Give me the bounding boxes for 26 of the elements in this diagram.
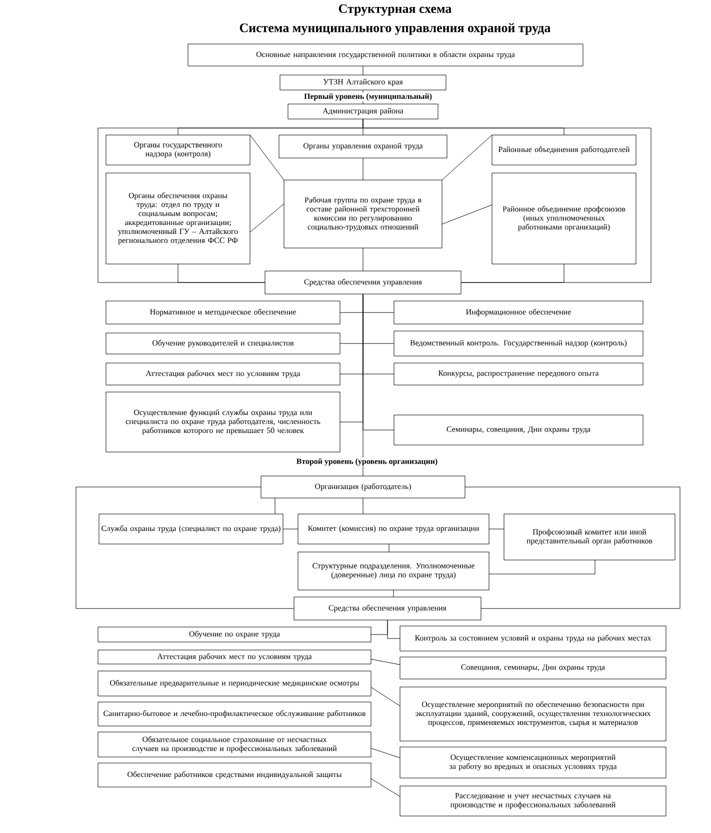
connector-line	[362, 248, 364, 272]
connector-line	[282, 528, 298, 530]
connector-line	[460, 264, 564, 283]
connector-line	[388, 544, 390, 552]
connector-line	[76, 486, 680, 609]
connector-line	[178, 264, 266, 283]
connector-line	[488, 528, 504, 530]
connector-line	[362, 66, 364, 76]
connector-line	[370, 687, 400, 706]
connector-line	[393, 590, 394, 598]
connector-line	[370, 658, 400, 665]
connector-line	[250, 204, 284, 232]
title: Система муниципального управления охраной труда	[238, 22, 552, 36]
connector-line	[442, 134, 492, 180]
title: Структурная схема	[338, 4, 452, 16]
connector-line	[370, 778, 400, 797]
connector-line	[250, 134, 284, 180]
connector-line	[274, 498, 276, 514]
connector-line	[442, 204, 492, 224]
connector-line	[98, 118, 652, 283]
connector-line	[362, 158, 364, 180]
connector-line	[488, 560, 596, 574]
connector-line	[370, 748, 400, 758]
connector-line	[340, 294, 394, 476]
connector-line	[362, 498, 364, 514]
connector-line	[370, 620, 400, 639]
